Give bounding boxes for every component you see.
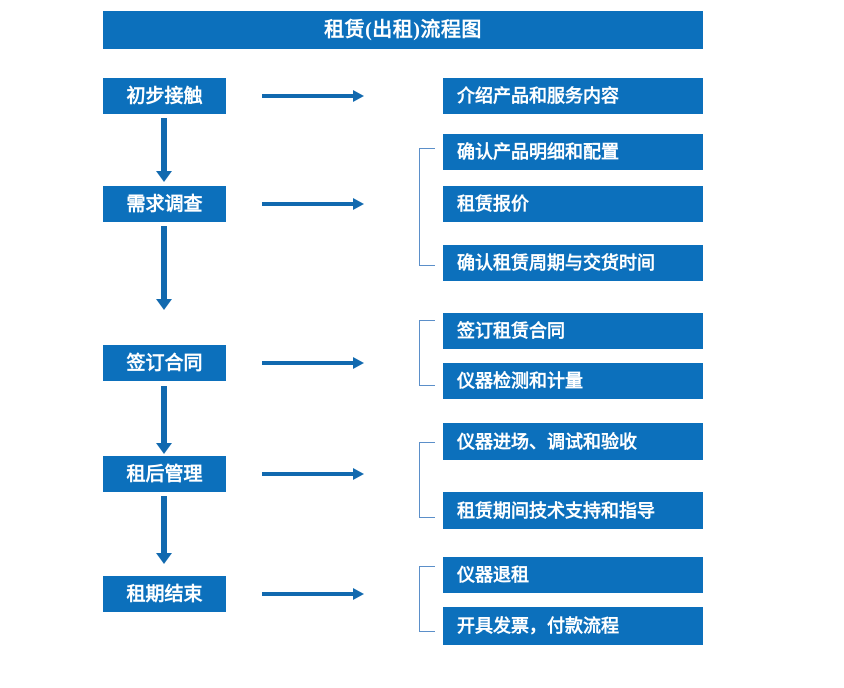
- chart-title-bar: 租赁(出租)流程图: [103, 11, 703, 49]
- detail-label: 开具发票，付款流程: [457, 616, 619, 636]
- arrow-shaft: [262, 592, 353, 596]
- detail-box-instrument-return[interactable]: 仪器退租: [443, 557, 703, 593]
- arrow-right-stage-3: [262, 355, 364, 371]
- stage-box-rental-end[interactable]: 租期结束: [103, 576, 226, 612]
- arrow-down-stage-4-to-5: [156, 496, 172, 564]
- arrow-head: [156, 553, 172, 564]
- detail-label: 仪器退租: [457, 565, 529, 585]
- bracket-stage-4-details: [419, 442, 435, 518]
- arrow-right-stage-2: [262, 196, 364, 212]
- stage-label: 签订合同: [126, 352, 203, 374]
- stage-box-initial-contact[interactable]: 初步接触: [103, 78, 226, 114]
- arrow-head: [353, 468, 364, 480]
- arrow-shaft: [262, 472, 353, 476]
- arrow-down-stage-3-to-4: [156, 386, 172, 454]
- arrow-head: [156, 443, 172, 454]
- arrow-head: [156, 299, 172, 310]
- detail-box-instrument-inspection[interactable]: 仪器检测和计量: [443, 363, 703, 399]
- stage-label: 租后管理: [126, 463, 203, 485]
- detail-box-technical-support[interactable]: 租赁期间技术支持和指导: [443, 492, 703, 529]
- bracket-stage-5-details: [419, 566, 435, 632]
- arrow-head: [353, 198, 364, 210]
- stage-box-sign-contract[interactable]: 签订合同: [103, 345, 226, 381]
- stage-label: 需求调查: [126, 193, 203, 215]
- detail-label: 确认租赁周期与交货时间: [457, 253, 655, 273]
- detail-label: 租赁期间技术支持和指导: [457, 500, 655, 521]
- arrow-head: [353, 90, 364, 102]
- arrow-head: [353, 588, 364, 600]
- detail-box-confirm-spec[interactable]: 确认产品明细和配置: [443, 134, 703, 170]
- detail-box-invoice-payment[interactable]: 开具发票，付款流程: [443, 607, 703, 645]
- stage-label: 租期结束: [126, 583, 203, 605]
- arrow-shaft: [161, 496, 167, 553]
- detail-box-rental-quote[interactable]: 租赁报价: [443, 186, 703, 222]
- detail-box-sign-rental-contract[interactable]: 签订租赁合同: [443, 313, 703, 349]
- stage-box-post-rental-management[interactable]: 租后管理: [103, 456, 226, 492]
- arrow-head: [156, 171, 172, 182]
- arrow-down-stage-1-to-2: [156, 118, 172, 182]
- detail-label: 介绍产品和服务内容: [457, 86, 619, 106]
- arrow-shaft: [161, 226, 167, 299]
- detail-label: 仪器进场、调试和验收: [457, 431, 637, 452]
- stage-box-needs-survey[interactable]: 需求调查: [103, 186, 226, 222]
- arrow-shaft: [262, 202, 353, 206]
- arrow-shaft: [161, 118, 167, 171]
- arrow-shaft: [262, 94, 353, 98]
- detail-label: 确认产品明细和配置: [457, 142, 619, 162]
- bracket-stage-3-details: [419, 320, 435, 386]
- detail-box-confirm-period-delivery[interactable]: 确认租赁周期与交货时间: [443, 245, 703, 281]
- arrow-down-stage-2-to-3: [156, 226, 172, 310]
- detail-label: 签订租赁合同: [457, 321, 565, 341]
- detail-label: 仪器检测和计量: [457, 371, 583, 391]
- arrow-right-stage-5: [262, 586, 364, 602]
- bracket-stage-2-details: [419, 148, 435, 266]
- detail-box-intro-products[interactable]: 介绍产品和服务内容: [443, 78, 703, 114]
- arrow-shaft: [161, 386, 167, 443]
- arrow-right-stage-4: [262, 466, 364, 482]
- arrow-shaft: [262, 361, 353, 365]
- arrow-head: [353, 357, 364, 369]
- detail-label: 租赁报价: [457, 194, 529, 214]
- detail-box-instrument-install-acceptance[interactable]: 仪器进场、调试和验收: [443, 423, 703, 460]
- arrow-right-stage-1: [262, 88, 364, 104]
- page-title: 租赁(出租)流程图: [324, 19, 482, 41]
- stage-label: 初步接触: [126, 85, 203, 107]
